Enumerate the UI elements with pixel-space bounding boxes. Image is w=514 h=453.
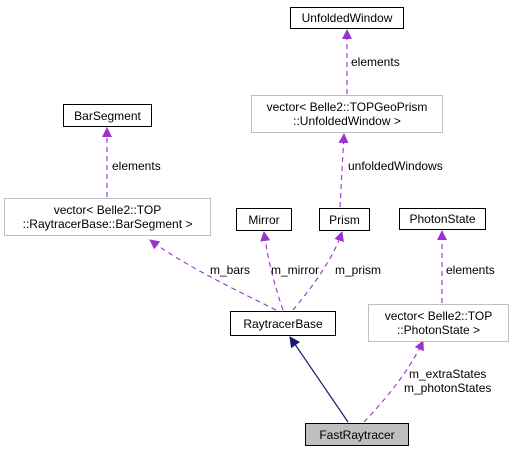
node-unfolded-window-vector[interactable]: vector< Belle2::TOPGeoPrism ::UnfoldedWi… <box>251 95 443 133</box>
node-unfolded-window-vector-line2: ::UnfoldedWindow > <box>293 114 401 128</box>
node-bar-segment-vector[interactable]: vector< Belle2::TOP ::RaytracerBase::Bar… <box>4 198 211 236</box>
node-bar-segment-vector-line1: vector< Belle2::TOP <box>53 203 162 217</box>
edge-label-m-prism: m_prism <box>335 263 382 277</box>
node-photon-state-vector-line1: vector< Belle2::TOP <box>384 309 493 323</box>
edge-m-bars <box>149 239 277 311</box>
node-fast-raytracer-label: FastRaytracer <box>319 427 395 442</box>
edge-unfolded-windows <box>338 133 349 208</box>
edge-label-elements-unfolded: elements <box>351 55 400 69</box>
node-raytracer-base[interactable]: RaytracerBase <box>230 311 336 336</box>
node-unfolded-window[interactable]: UnfoldedWindow <box>290 7 404 29</box>
edge-label-m-photon-states: m_photonStates <box>404 381 492 395</box>
node-fast-raytracer[interactable]: FastRaytracer <box>305 423 409 446</box>
node-prism[interactable]: Prism <box>319 208 370 231</box>
node-photon-state[interactable]: PhotonState <box>399 208 486 230</box>
node-bar-segment-vector-line2: ::RaytracerBase::BarSegment > <box>22 217 193 231</box>
edge-label-m-mirror: m_mirror <box>271 263 319 277</box>
edge-label-elements-bar: elements <box>112 159 161 173</box>
edge-label-m-extra-states: m_extraStates <box>409 367 487 381</box>
edge-label-elements-photon: elements <box>446 263 495 277</box>
edge-m-mirror <box>260 231 284 311</box>
edge-m-prism <box>292 231 344 311</box>
node-photon-state-vector-line2: ::PhotonState > <box>396 323 481 337</box>
node-photon-state-label: PhotonState <box>409 212 476 226</box>
node-unfolded-window-vector-line1: vector< Belle2::TOPGeoPrism <box>266 100 428 114</box>
node-bar-segment-label: BarSegment <box>74 108 141 123</box>
node-photon-state-vector[interactable]: vector< Belle2::TOP ::PhotonState > <box>368 304 509 342</box>
node-prism-label: Prism <box>329 212 360 227</box>
node-mirror[interactable]: Mirror <box>236 208 292 231</box>
edge-label-unfolded-windows: unfoldedWindows <box>348 159 443 173</box>
edge-label-m-bars: m_bars <box>210 263 251 277</box>
node-unfolded-window-label: UnfoldedWindow <box>301 11 393 25</box>
node-bar-segment[interactable]: BarSegment <box>63 104 152 127</box>
node-raytracer-base-label: RaytracerBase <box>243 316 323 331</box>
node-mirror-label: Mirror <box>248 212 280 227</box>
edge-inheritance-raytracer-base <box>289 336 349 423</box>
edge-m-photon-states <box>363 340 424 423</box>
edge-label-photon-states-group: m_extraStates m_photonStates <box>404 367 491 395</box>
